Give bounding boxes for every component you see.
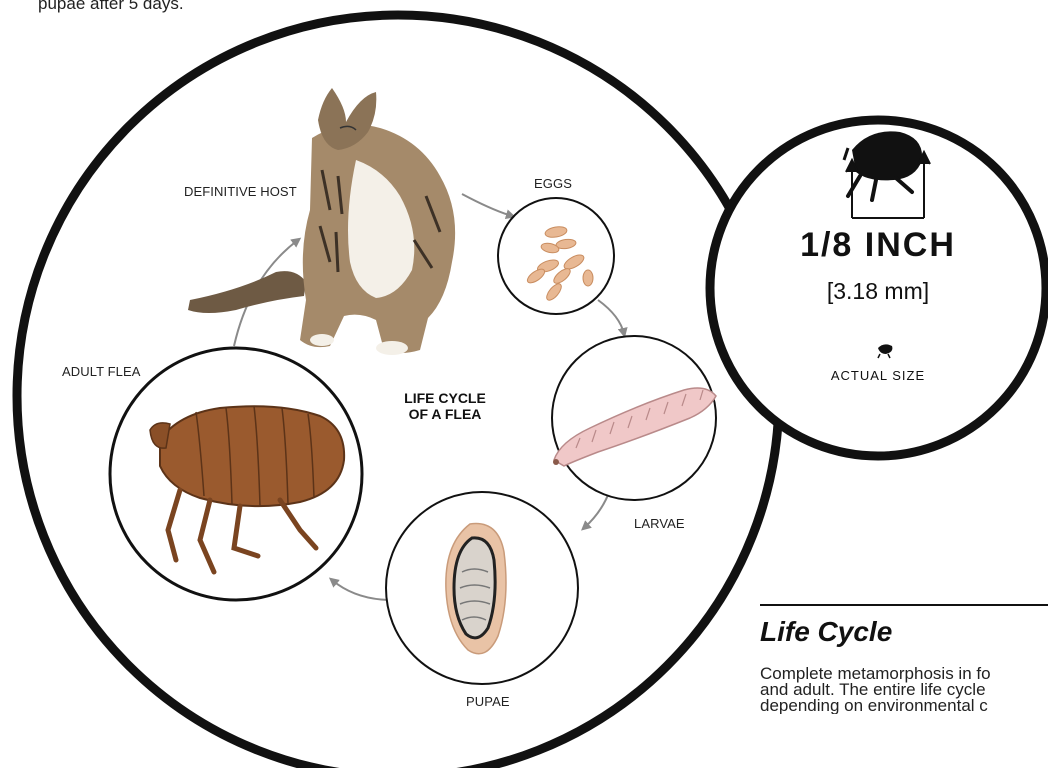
section-body: Complete metamorphosis in fo and adult. …: [760, 666, 1048, 714]
size-imperial: 1/8 INCH: [748, 226, 1008, 265]
section-heading: Life Cycle: [760, 616, 892, 648]
diagram-title: LIFE CYCLE OF A FLEA: [380, 390, 510, 422]
size-metric: [3.18 mm]: [748, 278, 1008, 305]
stage-label-adult: ADULT FLEA: [62, 364, 141, 379]
stage-label-eggs: EGGS: [534, 176, 572, 191]
section-body-line: depending on environmental c: [760, 698, 1048, 714]
actual-size-caption: ACTUAL SIZE: [788, 368, 968, 383]
diagram-title-line2: OF A FLEA: [380, 406, 510, 422]
section-divider: [760, 604, 1048, 606]
diagram-title-line1: LIFE CYCLE: [380, 390, 510, 406]
stage-label-pupae: PUPAE: [466, 694, 510, 709]
stage-label-host: DEFINITIVE HOST: [184, 184, 297, 199]
stage-label-larvae: LARVAE: [634, 516, 685, 531]
